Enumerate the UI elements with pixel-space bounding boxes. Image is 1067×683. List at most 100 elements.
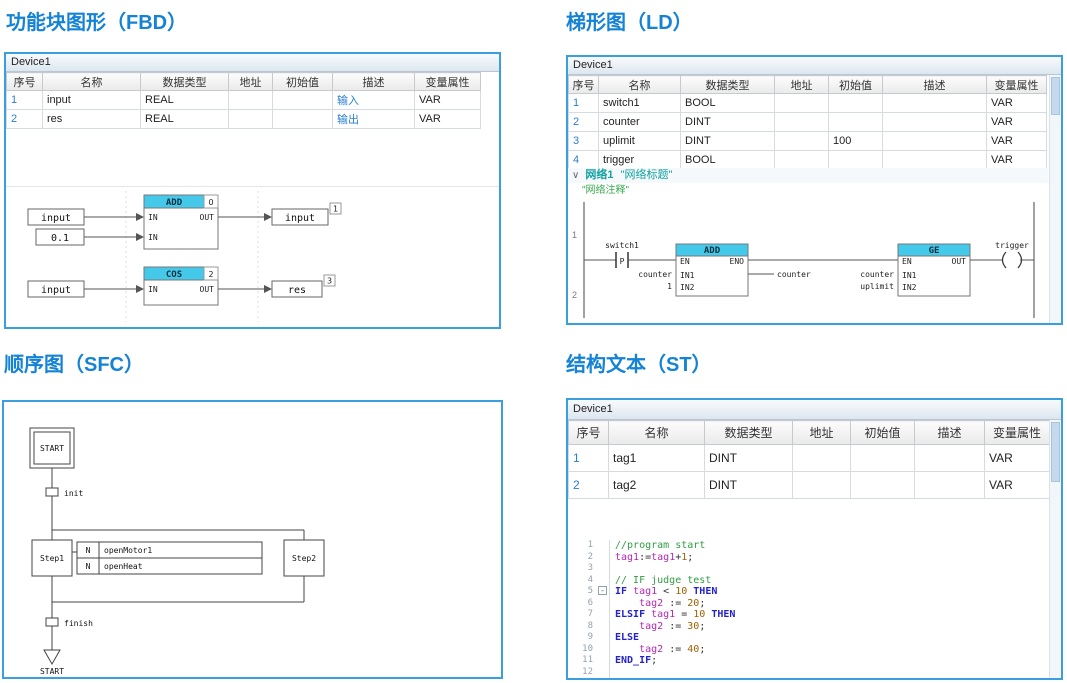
- fbd-dst2-operand[interactable]: res 3: [271, 274, 336, 298]
- table-cell[interactable]: 2: [6, 109, 43, 129]
- code-line[interactable]: 12: [568, 666, 1048, 678]
- scrollbar-thumb[interactable]: [1051, 422, 1060, 482]
- table-cell[interactable]: [272, 90, 333, 110]
- fbd-src1-operand[interactable]: input: [27, 208, 85, 226]
- code-line[interactable]: 6 tag2 := 20;: [568, 597, 1048, 609]
- code-text[interactable]: tag2 := 20;: [609, 597, 1048, 609]
- code-text[interactable]: // IF judge test: [609, 574, 1048, 586]
- table-cell[interactable]: REAL: [140, 90, 229, 110]
- table-cell[interactable]: 输出: [332, 109, 415, 129]
- column-header[interactable]: 数据类型: [680, 75, 775, 94]
- table-cell[interactable]: BOOL: [680, 150, 775, 170]
- code-text[interactable]: tag2 := 40;: [609, 643, 1048, 655]
- code-text[interactable]: ELSE: [609, 632, 1048, 644]
- sfc-step1[interactable]: Step1: [31, 539, 73, 577]
- table-cell[interactable]: [228, 90, 273, 110]
- st-window-titlebar[interactable]: Device1: [568, 400, 1061, 420]
- table-cell[interactable]: counter: [598, 112, 681, 132]
- sfc-step2[interactable]: Step2: [283, 539, 325, 577]
- table-cell[interactable]: DINT: [680, 131, 775, 151]
- table-cell[interactable]: VAR: [984, 471, 1050, 499]
- column-header[interactable]: 名称: [598, 75, 681, 94]
- column-header[interactable]: 地址: [792, 420, 851, 445]
- chevron-down-icon[interactable]: ∨: [572, 170, 580, 181]
- fbd-add-block[interactable]: ADD 0 IN OUT IN: [143, 194, 219, 250]
- table-cell[interactable]: 2: [568, 112, 599, 132]
- ld-add-block[interactable]: ADD EN ENO IN1 IN2: [675, 243, 749, 297]
- table-cell[interactable]: 2: [568, 471, 609, 499]
- sfc-transition-init[interactable]: init: [45, 487, 83, 498]
- code-text[interactable]: tag2 := 30;: [609, 620, 1048, 632]
- table-cell[interactable]: DINT: [704, 471, 793, 499]
- code-text[interactable]: END_IF;: [609, 655, 1048, 667]
- fbd-window-titlebar[interactable]: Device1: [6, 54, 499, 72]
- table-cell[interactable]: trigger: [598, 150, 681, 170]
- column-header[interactable]: 名称: [42, 72, 141, 91]
- scrollbar-thumb[interactable]: [1051, 77, 1060, 115]
- table-cell[interactable]: input: [42, 90, 141, 110]
- ladder-diagram-area[interactable]: 1 2 switch1 P ADD EN ENO: [568, 198, 1049, 322]
- table-cell[interactable]: VAR: [984, 444, 1050, 472]
- column-header[interactable]: 变量属性: [986, 75, 1047, 94]
- table-cell[interactable]: [774, 93, 829, 113]
- table-cell[interactable]: BOOL: [680, 93, 775, 113]
- table-cell[interactable]: VAR: [414, 109, 481, 129]
- code-text[interactable]: IF tag1 < 10 THEN: [609, 586, 1048, 598]
- ld-ge-block[interactable]: GE EN OUT IN1 IN2: [897, 243, 971, 297]
- table-cell[interactable]: tag1: [608, 444, 705, 472]
- table-cell[interactable]: 1: [568, 444, 609, 472]
- column-header[interactable]: 地址: [774, 75, 829, 94]
- column-header[interactable]: 序号: [6, 72, 43, 91]
- ld-contact-switch1[interactable]: switch1 P: [605, 241, 639, 268]
- table-cell[interactable]: VAR: [986, 131, 1047, 151]
- table-cell[interactable]: [828, 93, 883, 113]
- table-cell[interactable]: 1: [6, 90, 43, 110]
- code-text[interactable]: //program start: [609, 540, 1048, 552]
- network-header[interactable]: ∨ 网络1 "网络标题": [568, 168, 1048, 183]
- fbd-const-operand[interactable]: 0.1: [35, 228, 85, 246]
- table-cell[interactable]: [882, 150, 987, 170]
- fbd-src2-operand[interactable]: input: [27, 280, 85, 298]
- table-cell[interactable]: [850, 471, 915, 499]
- table-cell[interactable]: [774, 150, 829, 170]
- sfc-jump-to-start[interactable]: START: [40, 649, 64, 676]
- table-cell[interactable]: switch1: [598, 93, 681, 113]
- column-header[interactable]: 描述: [332, 72, 415, 91]
- table-cell[interactable]: [774, 112, 829, 132]
- column-header[interactable]: 描述: [882, 75, 987, 94]
- column-header[interactable]: 初始值: [850, 420, 915, 445]
- fold-toggle-icon[interactable]: -: [598, 586, 607, 595]
- code-line[interactable]: 8 tag2 := 30;: [568, 620, 1048, 632]
- table-cell[interactable]: uplimit: [598, 131, 681, 151]
- column-header[interactable]: 序号: [568, 420, 609, 445]
- table-cell[interactable]: [882, 131, 987, 151]
- table-cell[interactable]: [792, 471, 851, 499]
- vertical-scrollbar[interactable]: [1049, 75, 1061, 323]
- column-header[interactable]: 名称: [608, 420, 705, 445]
- vertical-scrollbar[interactable]: [1049, 420, 1061, 678]
- code-line[interactable]: 1//program start: [568, 540, 1048, 552]
- table-cell[interactable]: tag2: [608, 471, 705, 499]
- column-header[interactable]: 数据类型: [140, 72, 229, 91]
- table-cell[interactable]: REAL: [140, 109, 229, 129]
- table-cell[interactable]: [828, 150, 883, 170]
- table-cell[interactable]: 100: [828, 131, 883, 151]
- column-header[interactable]: 变量属性: [414, 72, 481, 91]
- code-line[interactable]: 4// IF judge test: [568, 574, 1048, 586]
- code-text[interactable]: [609, 666, 1048, 678]
- code-text[interactable]: tag1:=tag1+1;: [609, 551, 1048, 563]
